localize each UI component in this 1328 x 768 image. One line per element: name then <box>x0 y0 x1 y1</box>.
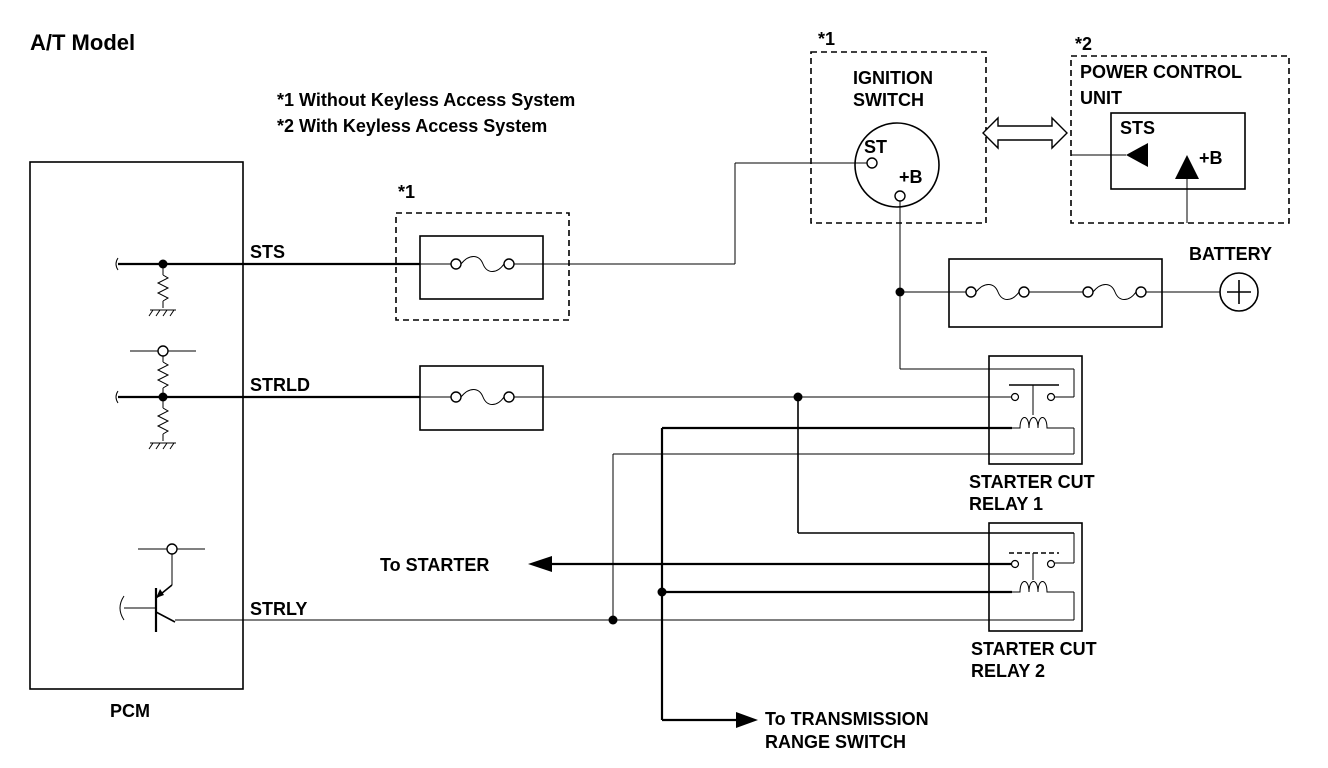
diagram-title: A/T Model <box>30 30 135 55</box>
to-starter-label: To STARTER <box>380 555 489 575</box>
pcm-sts-input-circuit <box>115 257 243 317</box>
pcm-label: PCM <box>110 701 150 721</box>
double-arrow-icon <box>982 116 1068 150</box>
ignition-st-label: ST <box>864 137 887 157</box>
relay-1-label-2: RELAY 1 <box>969 494 1043 514</box>
battery-circuit: BATTERY <box>895 244 1272 328</box>
ignition-label-2: SWITCH <box>853 90 924 110</box>
fuse-icon <box>460 389 505 405</box>
relay-coil-icon <box>1012 417 1055 429</box>
fuse-icon <box>460 256 505 272</box>
pcu-label-2: UNIT <box>1080 88 1122 108</box>
fuse-icon <box>975 284 1020 300</box>
pcm-strld-input-circuit <box>115 345 243 450</box>
ignition-plusb-label: +B <box>899 167 923 187</box>
arrow-right-icon <box>736 712 758 728</box>
battery-label: BATTERY <box>1189 244 1272 264</box>
ignition-switch: *1 IGNITION SWITCH ST +B <box>810 29 987 369</box>
note-2: *2 With Keyless Access System <box>277 116 547 136</box>
pcm-box <box>29 161 244 690</box>
sts-fuse-marker: *1 <box>398 182 415 202</box>
strly-wire <box>175 454 1074 625</box>
starter-cut-relay-2: STARTER CUT RELAY 2 <box>662 522 1097 681</box>
strly-label: STRLY <box>250 599 307 619</box>
strld-fuse-box <box>419 365 544 431</box>
pcu-marker: *2 <box>1075 34 1092 54</box>
ignition-label-1: IGNITION <box>853 68 933 88</box>
strld-wire <box>243 365 1074 534</box>
to-trs-label-2: RANGE SWITCH <box>765 732 906 752</box>
pcu-plusb-label: +B <box>1199 148 1223 168</box>
power-control-unit: *2 POWER CONTROL UNIT STS +B <box>1070 34 1290 224</box>
ignition-marker: *1 <box>818 29 835 49</box>
ignition-switch-optional-box <box>810 51 987 224</box>
to-starter-wire: To STARTER <box>380 555 1012 575</box>
sts-label: STS <box>250 242 285 262</box>
fuse-icon <box>1092 284 1137 300</box>
sts-wire: *1 <box>243 162 867 321</box>
starter-cut-relay-1: STARTER CUT RELAY 1 <box>613 355 1095 514</box>
sts-fuse-box <box>419 235 544 300</box>
relay-coil-icon <box>1012 581 1055 593</box>
pcu-sts-label: STS <box>1120 118 1155 138</box>
pcu-sts-triangle-icon <box>1126 143 1148 167</box>
battery-fuse-box <box>948 258 1163 328</box>
relay-2-box <box>988 522 1083 632</box>
relay-1-label-1: STARTER CUT <box>969 472 1095 492</box>
pcu-plusb-triangle-icon <box>1175 155 1199 179</box>
arrow-left-icon <box>528 556 552 572</box>
relay-2-label-1: STARTER CUT <box>971 639 1097 659</box>
to-trs-label-1: To TRANSMISSION <box>765 709 929 729</box>
ignition-switch-circle <box>854 122 940 208</box>
to-trs-wire: To TRANSMISSION RANGE SWITCH <box>657 428 929 752</box>
relay-2-label-2: RELAY 2 <box>971 661 1045 681</box>
pcu-label-1: POWER CONTROL <box>1080 62 1242 82</box>
strld-label: STRLD <box>250 375 310 395</box>
battery-plus-icon <box>1219 272 1259 312</box>
pcu-inner-box <box>1110 112 1246 190</box>
pcm-strly-transistor <box>119 543 205 632</box>
relay-1-box <box>988 355 1083 465</box>
pcu-optional-box <box>1070 55 1290 224</box>
note-1: *1 Without Keyless Access System <box>277 90 575 110</box>
